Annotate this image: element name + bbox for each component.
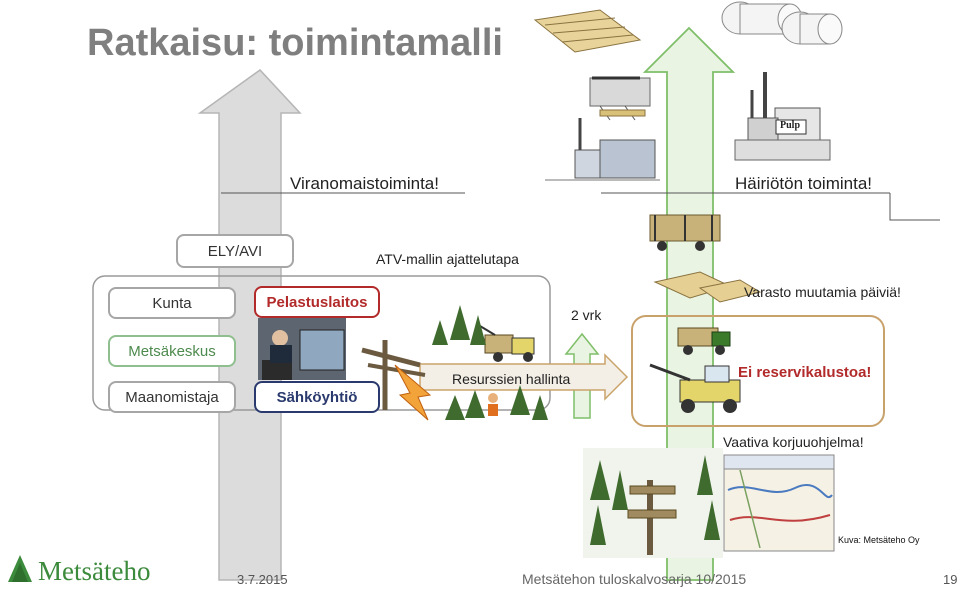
demanding-program-label: Vaativa korjuuohjelma! [723, 434, 864, 450]
pulp-sign-label: Pulp [780, 120, 801, 131]
forest-illustration [432, 305, 548, 420]
footer-series-title: Metsätehon tuloskalvosarja 10/2015 [522, 571, 747, 587]
resource-management-label: Resurssien hallinta [452, 371, 571, 387]
forwarder-small-illustration [677, 327, 731, 355]
bottom-forest-illustration [583, 448, 723, 558]
timber-stack-illustration [533, 9, 642, 53]
pulp-mill-illustration [734, 72, 831, 161]
metsakeskus-box: Metsäkeskus [108, 335, 236, 367]
image-credit: Kuva: Metsäteho Oy [838, 535, 920, 545]
ely-avi-box: ELY/AVI [176, 234, 294, 268]
sahkoyhtio-box: Sähköyhtiö [254, 381, 380, 413]
metsateho-logo-mark [8, 555, 32, 582]
authority-label: Viranomaistoiminta! [290, 174, 439, 193]
operator-photo [258, 318, 346, 380]
page-number: 19 [943, 572, 958, 587]
footer-date: 3.7.2015 [237, 572, 288, 587]
worker-illustration [488, 393, 498, 416]
maanomistaja-box: Maanomistaja [108, 381, 236, 413]
sawmill-illustration [589, 76, 651, 121]
log-pile-illustration [653, 271, 762, 303]
green-up-arrow [642, 26, 736, 581]
harvester-illustration [649, 363, 741, 413]
timber-truck-illustration [649, 214, 721, 251]
paper-rolls-illustration [721, 1, 843, 45]
harvesting-map-illustration [723, 454, 835, 552]
machine-frame [631, 315, 885, 427]
no-reserve-label: Ei reservikalustoa! [738, 364, 872, 381]
storage-label: Varasto muutamia päiviä! [744, 284, 901, 300]
smooth-operation-label: Häiriötön toiminta! [735, 174, 873, 193]
page-title: Ratkaisu: toimintamalli [87, 22, 503, 64]
forwarder-center-illustration [479, 325, 535, 362]
two-days-label: 2 vrk [571, 307, 602, 323]
metsateho-logo-text: Metsäteho [38, 556, 151, 586]
fallen-trees-illustration [361, 340, 426, 410]
kunta-box: Kunta [108, 287, 236, 319]
atv-model-label: ATV-mallin ajattelutapa [376, 251, 519, 267]
warning-lightning-icon [394, 364, 432, 421]
resource-arrow [419, 353, 629, 401]
pelastuslaitos-box: Pelastuslaitos [254, 286, 380, 318]
factory-illustration [545, 118, 660, 181]
